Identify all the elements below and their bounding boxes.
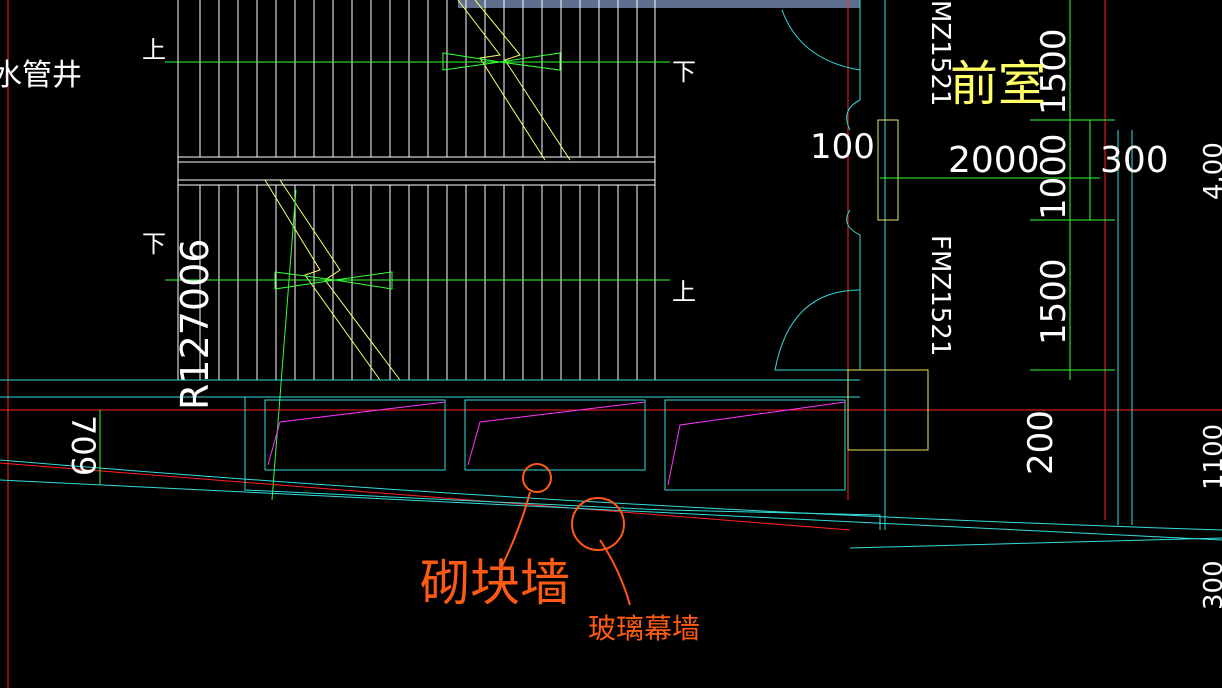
stair-treads-lower xyxy=(199,185,638,380)
dim-100-left: 100 xyxy=(810,127,875,167)
front-room-label: 前室 xyxy=(950,56,1046,112)
block-wall-annotation: 砌块墙 xyxy=(420,554,570,612)
pipe-well-label: 水管井 xyxy=(0,58,82,93)
radius-note: R127006 xyxy=(173,239,217,410)
dim-709: 709 xyxy=(64,415,102,476)
stair-up-label-mid: 上 xyxy=(672,278,696,306)
annotation-marks xyxy=(499,463,631,606)
stair-down-label-top: 下 xyxy=(672,58,696,86)
dim-1000: 1000 xyxy=(1034,133,1074,220)
glass-curtain-wall-annotation: 玻璃幕墙 xyxy=(588,612,700,645)
dim-2000: 2000 xyxy=(948,140,1040,181)
stair-break-lines xyxy=(264,0,571,381)
dim-1100: 1100 xyxy=(1199,424,1222,490)
dimension-lines xyxy=(99,0,1115,485)
dim-300-bottom: 300 xyxy=(1199,560,1222,610)
stair-direction-arrows xyxy=(165,52,670,501)
dim-300-right: 300 xyxy=(1100,140,1169,181)
window-panes xyxy=(264,399,846,491)
dim-1500-mid: 1500 xyxy=(1034,258,1074,345)
dim-edge: 4.00 xyxy=(1199,142,1222,200)
stair-landing xyxy=(177,0,656,380)
toolbar-strip xyxy=(458,0,860,8)
door-code-top: MZ1521 xyxy=(925,0,955,106)
stair-up-label-top: 上 xyxy=(142,36,166,64)
door-frame xyxy=(847,119,929,451)
stair-treads-upper xyxy=(199,0,638,157)
dim-200: 200 xyxy=(1021,410,1061,475)
door-code-mid: FMZ1521 xyxy=(925,235,955,356)
dim-1500-top: 1500 xyxy=(1034,28,1074,115)
stair-down-label-mid: 下 xyxy=(142,230,166,258)
wall-outlines xyxy=(0,0,1222,549)
